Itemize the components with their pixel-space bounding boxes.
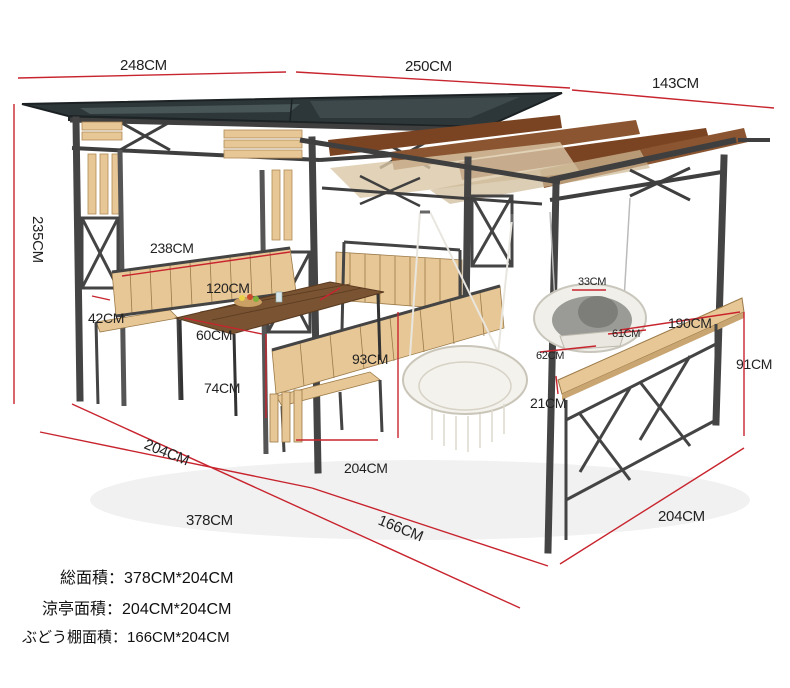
dim-bench-length: 238CM [150,240,194,256]
dim-chair-width: 61CM [612,328,641,340]
hanging-chair-right [533,197,647,353]
table [174,281,385,417]
cup [275,291,283,303]
area-row-total: 総面積：378CM*204CM [18,564,233,595]
ground-shadow [90,460,750,540]
dim-pavilion-depth-mid: 204CM [344,460,388,476]
area-label: 総面積： [60,570,125,587]
dim-chair-top: 33CM [578,276,607,288]
dim-table-width: 60CM [196,327,233,343]
front-frame [299,137,561,208]
dim-counter-height: 91CM [736,356,773,372]
dim-total-length: 378CM [186,512,233,529]
dim-table-height: 74CM [204,380,241,396]
dim-chair-height: 93CM [352,351,389,367]
area-row-grape-trellis: ぶどう棚面積：166CM*204CM [18,626,233,657]
area-label: ぶどう棚面積： [22,629,128,646]
area-summary: 総面積：378CM*204CM 涼亭面積：204CM*204CM ぶどう棚面積：… [18,564,233,657]
dim-counter-length: 190CM [668,315,712,331]
dim-total-height: 235CM [29,216,46,263]
area-value: 166CM*204CM [127,629,230,646]
dim-depth-right: 204CM [658,508,705,525]
dim-pergola-extension: 143CM [652,75,699,92]
area-row-pavilion: 涼亭面積：204CM*204CM [18,595,233,626]
dimension-lines [13,71,775,609]
bar-counter [557,297,745,540]
dim-table-length: 120CM [206,280,250,296]
back-frame [69,117,489,170]
area-label: 涼亭面積： [42,601,123,618]
dim-counter-depth: 21CM [530,395,567,411]
dim-bench-depth: 42CM [88,310,125,326]
dim-chair-depth: 62CM [536,350,565,362]
right-frame [549,137,770,202]
wood-slats-upper [81,121,303,241]
dim-roof-left-width: 248CM [120,57,167,74]
front-post-slats [269,389,303,443]
area-value: 204CM*204CM [122,601,232,618]
back-bench-frame [94,246,297,405]
dim-roof-right-width: 250CM [405,58,452,75]
hanging-chair-center [402,210,528,452]
area-value: 378CM*204CM [124,570,234,587]
